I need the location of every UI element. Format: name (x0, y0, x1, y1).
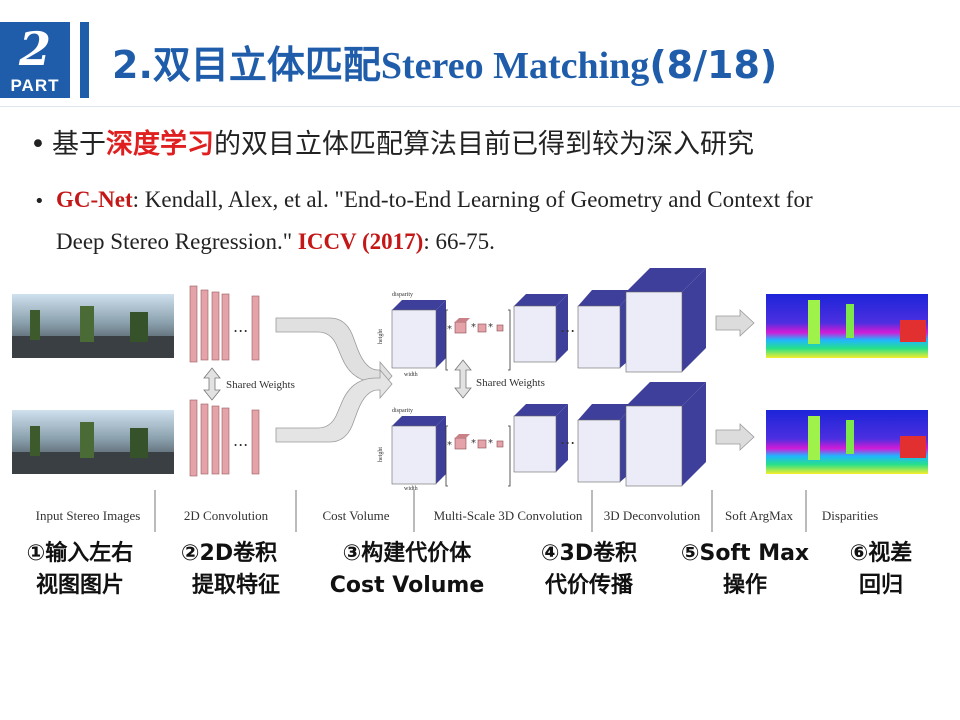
shared-weights-label-right: Shared Weights (476, 377, 545, 389)
title-accent-bar (80, 22, 89, 98)
caption-conv2d: 2D Convolution (184, 508, 269, 523)
bullet1-highlight: 深度学习 (106, 129, 214, 160)
cost-volume-top: disparity height width (378, 292, 446, 378)
svg-text:*: * (447, 440, 452, 451)
slide-title: 2.双目立体匹配Stereo Matching(8/18) (112, 34, 777, 89)
shared-weights-arrow-left (203, 367, 221, 401)
conv3d-small-bottom: * * * (445, 425, 511, 487)
step-1-line2: 视图图片 (35, 573, 124, 598)
svg-text:...: ... (560, 317, 575, 336)
caption-conv3d: Multi-Scale 3D Convolution (434, 508, 583, 523)
title-cn: 2.双目立体匹配 (112, 43, 381, 87)
bullet-deep-learning: •基于深度学习的双目立体匹配算法目前已得到较为深入研究 (30, 129, 754, 160)
soft-argmax-arrow-bottom (715, 423, 755, 451)
part-label: PART (10, 76, 60, 95)
svg-text:...: ... (233, 431, 248, 450)
svg-text:*: * (488, 322, 493, 333)
input-right-image (12, 410, 174, 474)
bullet1-post: 的双目立体匹配算法目前已得到较为深入研究 (214, 129, 754, 160)
conv2d-bottom: ... (189, 399, 260, 477)
axis-disparity-top: disparity (392, 292, 413, 298)
cost-volume-bottom: disparity height width (378, 408, 446, 492)
ref-text-1: : Kendall, Alex, et al. "End-to-End Lear… (132, 187, 813, 212)
step-6: ⑥视差回归 (828, 538, 934, 602)
caption-input: Input Stereo Images (36, 508, 141, 523)
step-6-line1: ⑥视差 (849, 541, 913, 566)
caption-separators (154, 490, 807, 532)
shared-weights-label-left: Shared Weights (226, 379, 295, 391)
conv3d-small-top: * * * (445, 309, 511, 371)
step-5: ⑤Soft Max 操作 (668, 538, 822, 602)
caption-cost-volume: Cost Volume (322, 508, 389, 523)
step-2-line2: 提取特征 (191, 573, 280, 598)
svg-text:*: * (471, 438, 476, 449)
model-name: GC-Net (56, 187, 133, 212)
svg-text:...: ... (233, 317, 248, 336)
step-4: ④3D卷积代价传播 (524, 538, 654, 602)
step-5-line1: ⑤Soft Max (680, 541, 810, 566)
part-number: 2 (18, 22, 51, 76)
step-1-line1: ①输入左右 (26, 541, 134, 566)
title-en: Stereo Matching (380, 45, 650, 87)
svg-text:*: * (447, 324, 452, 335)
step-3: ③构建代价体 Cost Volume (318, 538, 496, 602)
input-left-image (12, 294, 174, 358)
ref-text-2: Deep Stereo Regression." (56, 229, 298, 254)
cost-volume-arrow-bottom (275, 368, 393, 443)
ref-venue: ICCV (2017) (297, 229, 424, 254)
step-2-line1: ②2D卷积 (180, 541, 278, 566)
part-badge: 2 PART (0, 22, 70, 98)
step-2: ②2D卷积提取特征 (162, 538, 296, 602)
step-4-line1: ④3D卷积 (540, 541, 638, 566)
axis-width-bottom: width (404, 486, 418, 492)
svg-text:*: * (471, 322, 476, 333)
svg-text:...: ... (560, 429, 575, 448)
axis-height-top: height (378, 329, 384, 344)
svg-text:*: * (488, 438, 493, 449)
caption-soft-argmax: Soft ArgMax (725, 508, 794, 523)
bullet-gcnet-reference: •GC-Net: Kendall, Alex, et al. "End-to-E… (34, 187, 813, 254)
pipeline-steps: ①输入左右视图图片 ②2D卷积提取特征 ③构建代价体 Cost Volume ④3… (0, 538, 960, 618)
step-6-line2: 回归 (858, 573, 903, 598)
axis-disparity-bottom: disparity (392, 408, 413, 414)
deconv-cubes-top: ... (513, 268, 706, 373)
ref-pages: : 66-75. (423, 229, 495, 254)
axis-height-bottom: height (378, 447, 384, 462)
disparity-map-bottom (766, 410, 928, 474)
bullet1-pre: 基于 (52, 129, 106, 160)
step-4-line2: 代价传播 (544, 573, 633, 598)
step-3-line2: Cost Volume (329, 573, 485, 598)
conv2d-top: ... (189, 285, 260, 363)
step-1: ①输入左右视图图片 (12, 538, 148, 602)
axis-width-top: width (404, 372, 418, 378)
disparity-map-top (766, 294, 928, 358)
title-divider (0, 106, 960, 107)
title-count: (8/18) (649, 43, 778, 87)
shared-weights-arrow-right (454, 359, 472, 399)
caption-disparities: Disparities (822, 508, 878, 523)
step-3-line1: ③构建代价体 (342, 541, 472, 566)
soft-argmax-arrow-top (715, 309, 755, 337)
caption-deconv: 3D Deconvolution (604, 508, 701, 523)
step-5-line2: 操作 (722, 573, 767, 598)
deconv-cubes-bottom: ... (513, 382, 706, 487)
gcnet-architecture-figure: ... ... Shared Weights disparity height … (12, 268, 928, 532)
